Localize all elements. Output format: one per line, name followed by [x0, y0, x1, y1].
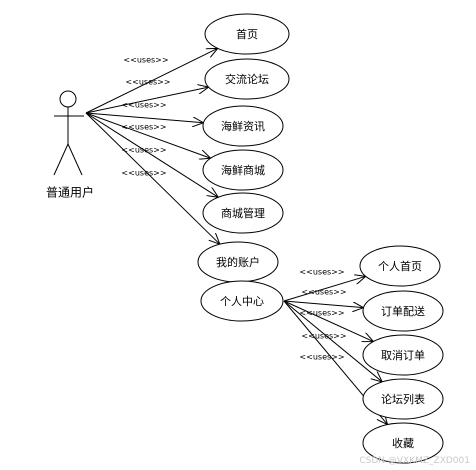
actor-leg-right — [67, 143, 83, 176]
relation-actor-forum — [85, 87, 209, 114]
relation-actor-account — [85, 112, 220, 244]
relation-label: <<uses>> — [299, 268, 344, 277]
usecase-ellipse — [362, 422, 444, 464]
usecase-news[interactable]: 海鲜资讯 — [202, 105, 284, 147]
usecase-ellipse — [362, 334, 444, 376]
usecase-ellipse — [204, 58, 290, 100]
usecase-home[interactable]: 首页 — [204, 13, 290, 55]
usecase-label: 我的账户 — [216, 255, 260, 269]
usecase-cancel[interactable]: 取消订单 — [362, 334, 444, 376]
relation-label: <<uses>> — [121, 169, 166, 178]
usecase-personal_home[interactable]: 个人首页 — [359, 245, 441, 287]
relation-actor-mall_mgmt — [85, 112, 218, 197]
usecase-label: 海鲜商城 — [221, 163, 265, 177]
relation-center-cancel — [283, 300, 373, 342]
usecase-ellipse — [204, 13, 290, 55]
actor-leg-left — [53, 143, 69, 176]
usecase-forum[interactable]: 交流论坛 — [204, 58, 290, 100]
relations-layer: <<uses>> <<uses>> <<uses>> <<uses>> <<uses>>… — [85, 48, 388, 424]
usecase-ellipse — [200, 280, 284, 322]
usecase-ellipse — [202, 105, 284, 147]
relation-label: <<uses>> — [301, 288, 346, 297]
usecase-label: 海鲜资讯 — [221, 119, 265, 133]
usecase-label: 首页 — [236, 27, 258, 41]
relation-actor-news — [85, 112, 204, 123]
usecase-mall_mgmt[interactable]: 商城管理 — [202, 192, 284, 234]
relation-label: <<uses>> — [301, 332, 346, 341]
usecase-label: 个人中心 — [220, 295, 264, 308]
usecase-label: 论坛列表 — [381, 392, 425, 406]
usecase-ellipse — [362, 378, 444, 420]
usecase-label: 取消订单 — [381, 348, 425, 362]
usecase-label: 交流论坛 — [225, 72, 269, 86]
relation-label: <<uses>> — [121, 123, 166, 132]
usecase-mall[interactable]: 海鲜商城 — [202, 149, 284, 191]
usecase-ellipse — [359, 245, 441, 287]
usecase-ellipse — [362, 290, 444, 332]
usecase-label: 订单配送 — [381, 304, 425, 318]
relation-label: <<uses>> — [121, 146, 166, 155]
relation-label: <<uses>> — [121, 101, 166, 110]
relation-label: <<uses>> — [123, 56, 168, 65]
usecase-label: 收藏 — [392, 436, 414, 450]
relation-label: <<uses>> — [299, 353, 344, 362]
usecase-ellipse — [202, 192, 284, 234]
actor-head — [59, 90, 77, 108]
actor-label: 普通用户 — [46, 185, 94, 200]
usecase-account[interactable]: 我的账户 — [197, 241, 279, 283]
relation-actor-mall — [85, 112, 211, 158]
relation-center-personal_home — [283, 276, 366, 302]
actor-figure — [53, 90, 84, 176]
usecase-favorites[interactable]: 收藏 — [362, 422, 444, 464]
usecase-label: 商城管理 — [221, 206, 265, 220]
watermark: CSDN @VXKMZ_ZXD001 — [359, 456, 470, 466]
usecase-ellipse — [202, 149, 284, 191]
relation-label: <<uses>> — [299, 309, 344, 318]
relation-label: <<uses>> — [125, 78, 170, 87]
relation-actor-home — [85, 48, 218, 114]
usecase-center[interactable]: 个人中心 — [200, 280, 284, 322]
usecase-delivery[interactable]: 订单配送 — [362, 290, 444, 332]
usecase-forum_list[interactable]: 论坛列表 — [362, 378, 444, 420]
usecase-label: 个人首页 — [378, 259, 422, 273]
relation-center-forum_list — [283, 300, 382, 382]
relation-center-delivery — [283, 300, 364, 308]
